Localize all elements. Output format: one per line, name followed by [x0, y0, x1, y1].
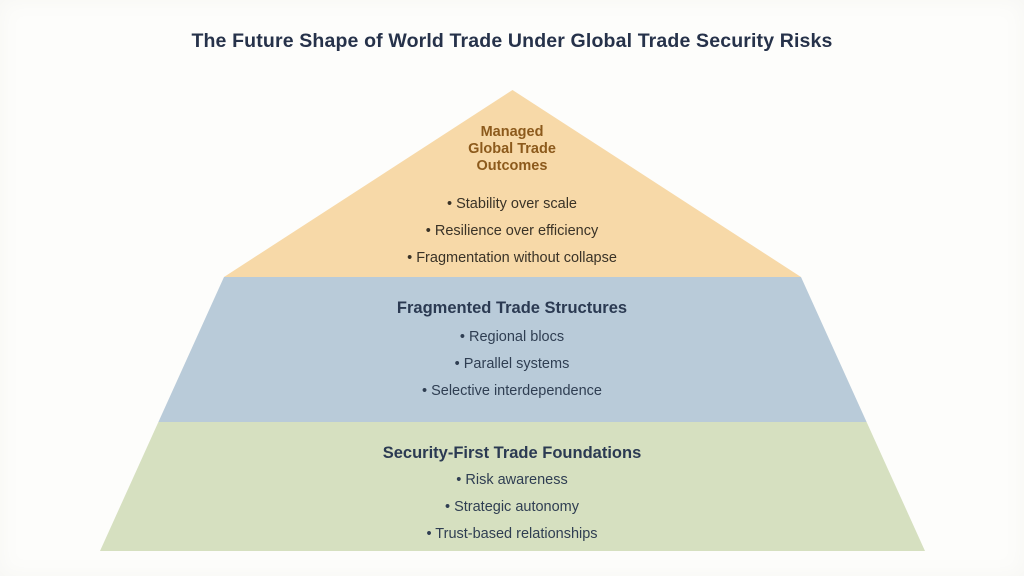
- pyramid-tier-bottom-heading: Security-First Trade Foundations: [382, 444, 642, 462]
- bullet-glyph: •: [421, 383, 428, 399]
- bullet-glyph: •: [426, 526, 432, 542]
- list-item-label: Selective interdependence: [431, 383, 602, 399]
- bullet-glyph: •: [447, 196, 453, 212]
- page-title: The Future Shape of World Trade Under Gl…: [191, 30, 833, 52]
- list-item-label: Risk awareness: [465, 472, 568, 488]
- list-item-label: Fragmentation without collapse: [416, 250, 617, 266]
- list-item: • Fragmentation without collapse: [0, 251, 1024, 266]
- list-item-label: Strategic autonomy: [454, 499, 580, 515]
- pyramid-tier-top-bullets: • Stability over scale • Resilience over…: [0, 197, 1024, 278]
- list-item: • Parallel systems: [0, 357, 1024, 372]
- bullet-glyph: •: [444, 499, 451, 515]
- pyramid-tier-middle-heading: Fragmented Trade Structures: [396, 299, 628, 317]
- bullet-glyph: •: [425, 223, 431, 239]
- tier-top-heading-line-1: Managed: [480, 124, 544, 140]
- pyramid-tier-middle-bullets: • Regional blocs • Parallel systems • Se…: [0, 330, 1024, 411]
- pyramid-tier-bottom-shape[interactable]: [100, 422, 925, 551]
- bullet-glyph: •: [456, 472, 462, 488]
- list-item: • Regional blocs: [0, 330, 1024, 345]
- list-item: • Resilience over efficiency: [0, 224, 1024, 239]
- list-item-label: Parallel systems: [463, 356, 570, 372]
- pyramid-diagram: [100, 90, 925, 551]
- list-item: • Strategic autonomy: [0, 500, 1024, 515]
- list-item: • Risk awareness: [0, 473, 1024, 488]
- bullet-glyph: •: [407, 250, 413, 266]
- list-item: • Trust-based relationships: [0, 527, 1024, 542]
- bullet-glyph: •: [454, 356, 460, 372]
- tier-top-heading-line-2: Global Trade: [468, 140, 556, 157]
- list-item-label: Resilience over efficiency: [434, 223, 599, 239]
- pyramid-tier-middle-shape[interactable]: [158, 277, 867, 422]
- bullet-glyph: •: [459, 329, 465, 345]
- pyramid-tier-top-heading: Managed Global Trade Outcomes: [0, 124, 1024, 174]
- list-item: • Stability over scale: [0, 197, 1024, 212]
- list-item-label: Stability over scale: [456, 196, 577, 212]
- pyramid-tier-bottom-bullets: • Risk awareness • Strategic autonomy • …: [0, 473, 1024, 554]
- list-item-label: Regional blocs: [468, 329, 565, 345]
- list-item-label: Trust-based relationships: [435, 526, 598, 542]
- list-item: • Selective interdependence: [0, 384, 1024, 399]
- pyramid-tier-top-shape[interactable]: [224, 90, 801, 277]
- tier-top-heading-line-3: Outcomes: [476, 157, 548, 174]
